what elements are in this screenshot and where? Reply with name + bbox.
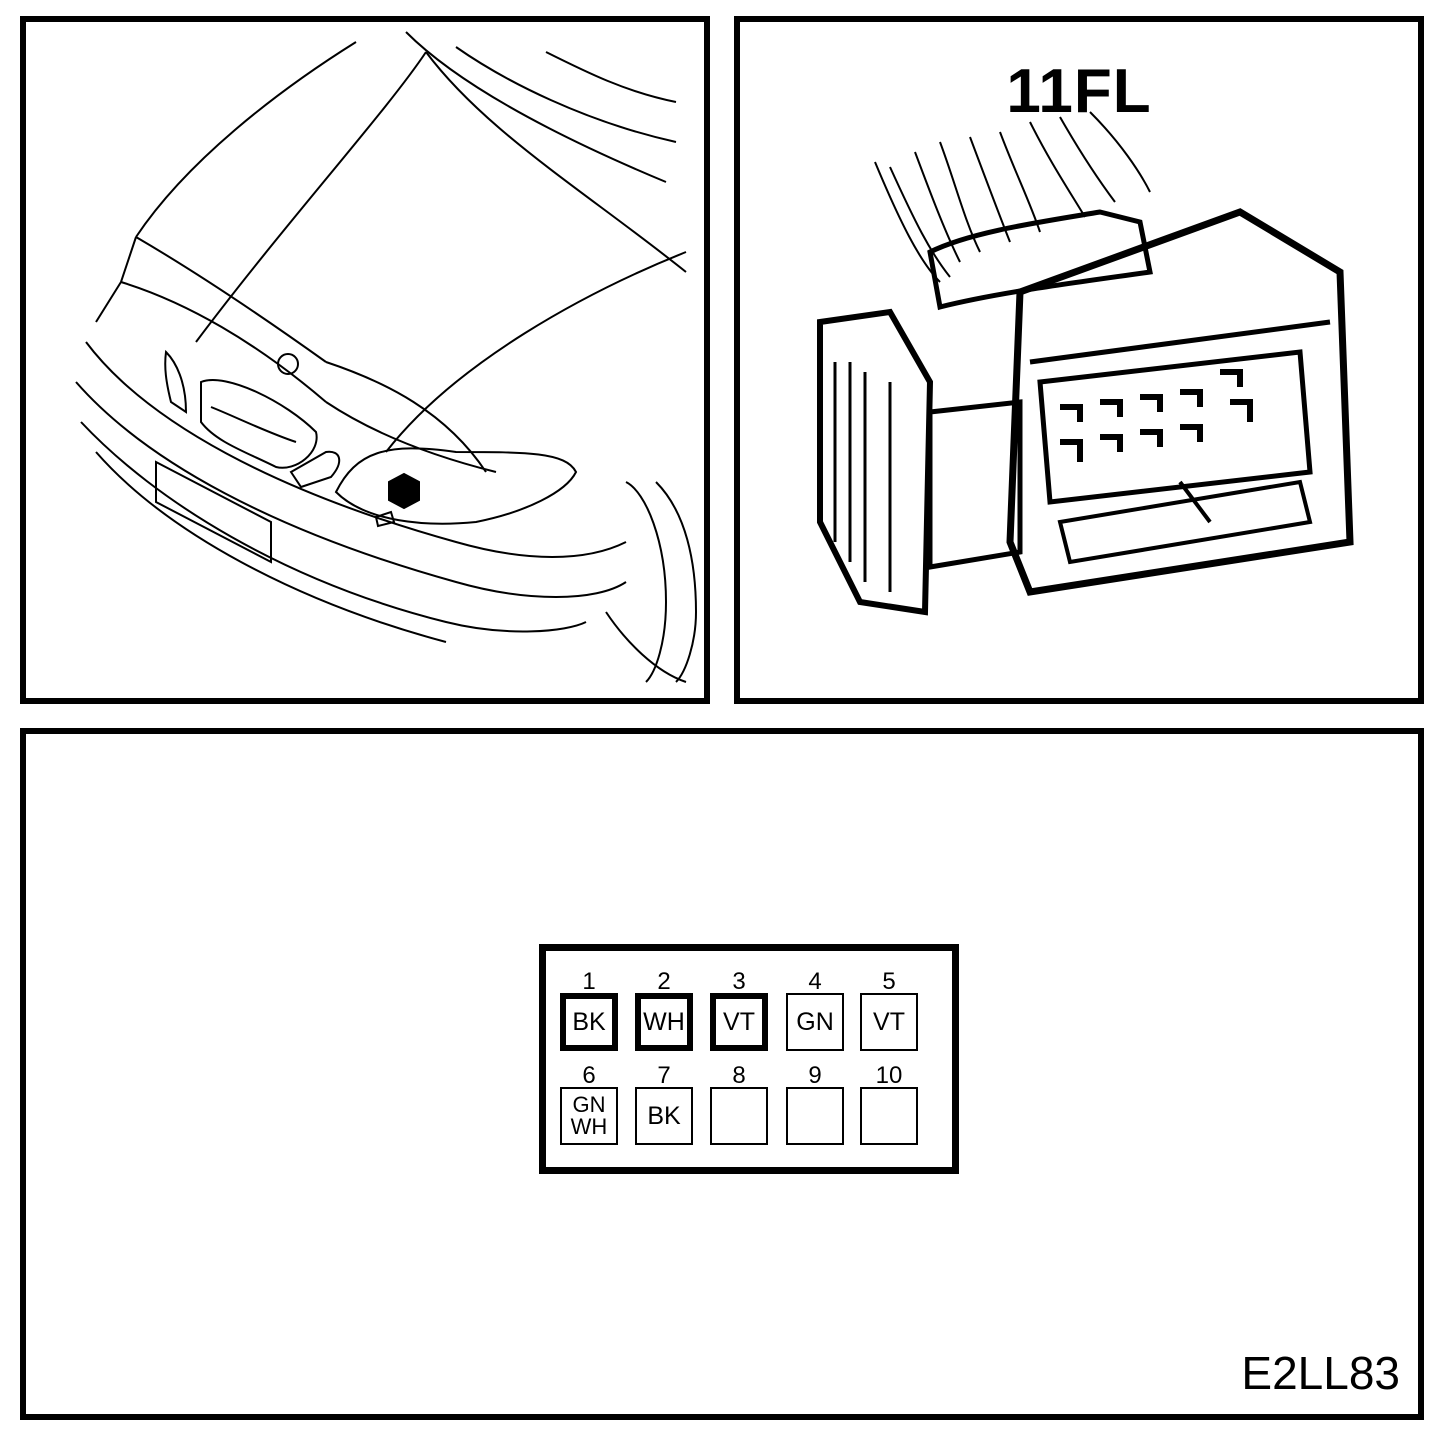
pin-9: 9 [786,1062,844,1145]
figure-code: E2LL83 [1241,1347,1400,1399]
hexagon-marker-icon [388,472,420,510]
vehicle-front-illustration [75,31,698,683]
pin-wire-color [860,1087,918,1145]
pin-number: 10 [875,1062,903,1089]
connector-id-label: 11FL [1006,57,1152,126]
pin-wire-color: WH [635,993,693,1051]
pin-wire-color: BK [635,1087,693,1145]
pin-wire-color: VT [860,993,918,1051]
pin-wire-color [786,1087,844,1145]
pin-number: 8 [732,1062,746,1089]
pin-number: 2 [657,968,671,995]
pin-number: 6 [582,1062,596,1089]
pin-number: 5 [882,968,896,995]
vehicle-location-panel [20,16,710,704]
pin-wire-color: GN [786,993,844,1051]
pin-number: 3 [732,968,746,995]
pin-wire-color: BK [560,993,618,1051]
pin-wire-color [710,1087,768,1145]
pin-8: 8 [710,1062,768,1145]
pin-number: 1 [582,968,596,995]
pin-10: 10 [860,1062,918,1145]
connector-illustration-panel: 11FL [734,16,1424,704]
pin-number: 7 [657,1062,671,1089]
connector-housing-illustration [817,111,1354,616]
pin-number: 4 [808,968,822,995]
pin-number: 9 [808,1062,822,1089]
pin-wire-color: VT [710,993,768,1051]
